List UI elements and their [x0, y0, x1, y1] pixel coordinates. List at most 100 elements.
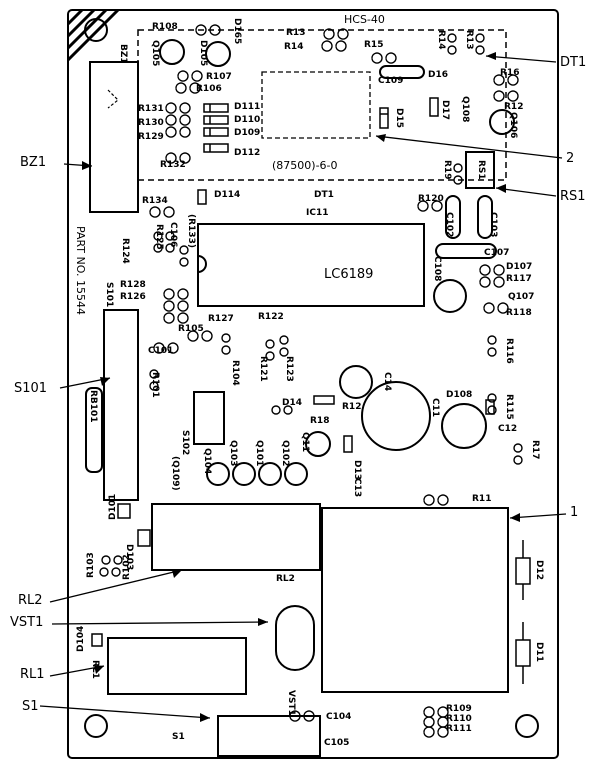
callout-1: 1: [570, 505, 579, 520]
c11-capacitor: [361, 381, 431, 451]
part-label: R103: [86, 552, 96, 578]
part-label: R14: [436, 30, 446, 50]
rl2-inner-label: RL2: [276, 574, 295, 584]
part-label: R16: [500, 68, 520, 78]
part-label: D101: [108, 493, 118, 520]
part-label: R107: [206, 72, 232, 82]
part-label: Q107: [508, 292, 535, 302]
part-label: R104: [230, 360, 240, 386]
part-label: C104: [326, 712, 352, 722]
part-label: R12: [504, 102, 524, 112]
c12-capacitor: [441, 403, 487, 449]
mount-hole: [84, 18, 108, 42]
part-label: R19: [442, 160, 452, 180]
part-label: D108: [446, 390, 473, 400]
part-label: C108: [432, 256, 442, 282]
s102-inner-label: S102: [180, 430, 190, 456]
dt1-outline: [137, 29, 507, 181]
part-label: D105: [198, 40, 208, 67]
part-label: C105: [324, 738, 350, 748]
part-label: C11: [430, 398, 440, 418]
relay-1-body: [321, 507, 509, 693]
part-label: (R133): [186, 214, 196, 248]
part-label: R126: [120, 292, 146, 302]
part-label: C102: [444, 212, 454, 238]
part-label: R120: [418, 194, 444, 204]
part-label: R122: [258, 312, 284, 322]
q107-transistor: [433, 279, 467, 313]
part-label: D112: [234, 148, 261, 158]
q109-transistor: [305, 431, 331, 457]
part-label: C106: [168, 222, 178, 248]
rs1-inner-label: RS1: [476, 160, 486, 180]
part-label: D114: [214, 190, 241, 200]
part-label: Q103: [228, 440, 238, 467]
callout-2: 2: [566, 151, 575, 166]
board-outline: [67, 9, 559, 759]
part-label: R130: [138, 118, 164, 128]
part-label: C103: [488, 212, 498, 238]
callout-rl1: RL1: [20, 667, 45, 682]
rl1-body: [107, 637, 247, 695]
part-label: R123: [284, 356, 294, 382]
part-label: D13: [352, 460, 362, 480]
part-label: R129: [138, 132, 164, 142]
rl1-inner-label: RL1: [90, 660, 100, 679]
part-label: Q11: [300, 432, 310, 453]
s1-inner-label: S1: [172, 732, 185, 742]
part-label: C14: [382, 372, 392, 392]
part-label: R111: [446, 724, 472, 734]
part-label: Q101: [254, 440, 264, 467]
part-label: D109: [234, 128, 261, 138]
callout-s1: S1: [22, 699, 39, 714]
part-label: R11: [472, 494, 492, 504]
part-label: D110: [234, 115, 261, 125]
part-label: R117: [506, 274, 532, 284]
part-label: D111: [234, 102, 261, 112]
part-label: R12: [342, 402, 362, 412]
part-label: D165: [232, 18, 242, 45]
part-label: R15: [364, 40, 384, 50]
part-label: R127: [208, 314, 234, 324]
ic11-name-label: LC6189: [324, 267, 374, 282]
part-label: R109: [446, 704, 472, 714]
part-label: R131: [138, 104, 164, 114]
callout-vst1: VST1: [10, 615, 44, 630]
part-label: Q106: [508, 112, 518, 139]
model-label: HCS-40: [344, 13, 385, 26]
part-label: RB101: [88, 390, 98, 423]
part-label: D12: [534, 560, 544, 580]
callout-s101: S101: [14, 381, 48, 396]
part-label: R14: [284, 42, 304, 52]
part-label: R121: [258, 356, 268, 382]
part-label: R13: [464, 30, 474, 50]
part-label: R128: [120, 280, 146, 290]
part-label: R124: [120, 238, 130, 264]
part-label: R102: [122, 554, 132, 580]
bz1-inner-label: BZ1: [118, 44, 128, 64]
part-label: R116: [504, 338, 514, 364]
part-label: R132: [160, 160, 186, 170]
part-label: R105: [178, 324, 204, 334]
part-label: R18: [310, 416, 330, 426]
part-label: R108: [152, 22, 178, 32]
vst1-body: [275, 605, 315, 671]
part-label: D15: [394, 108, 404, 128]
part-number-label: PART NO. 15544: [74, 226, 87, 315]
mount-hole: [515, 714, 539, 738]
d105-transistor: [205, 41, 231, 67]
part-label: C107: [484, 248, 510, 258]
callout-dt1: DT1: [560, 55, 587, 70]
callout-rs1: RS1: [560, 189, 586, 204]
part-label: C13: [352, 478, 362, 498]
part-label: D16: [428, 70, 448, 80]
ic11-body: [197, 223, 425, 307]
ic11-ref-label: IC11: [306, 208, 329, 218]
part-label: D11: [534, 642, 544, 662]
c14-capacitor: [339, 365, 373, 399]
part-label: R118: [506, 308, 532, 318]
bz1-body: [89, 61, 139, 213]
part-label: C109: [378, 76, 404, 86]
part-label: R13: [286, 28, 306, 38]
vst1-inner-label: VST1: [286, 690, 296, 716]
